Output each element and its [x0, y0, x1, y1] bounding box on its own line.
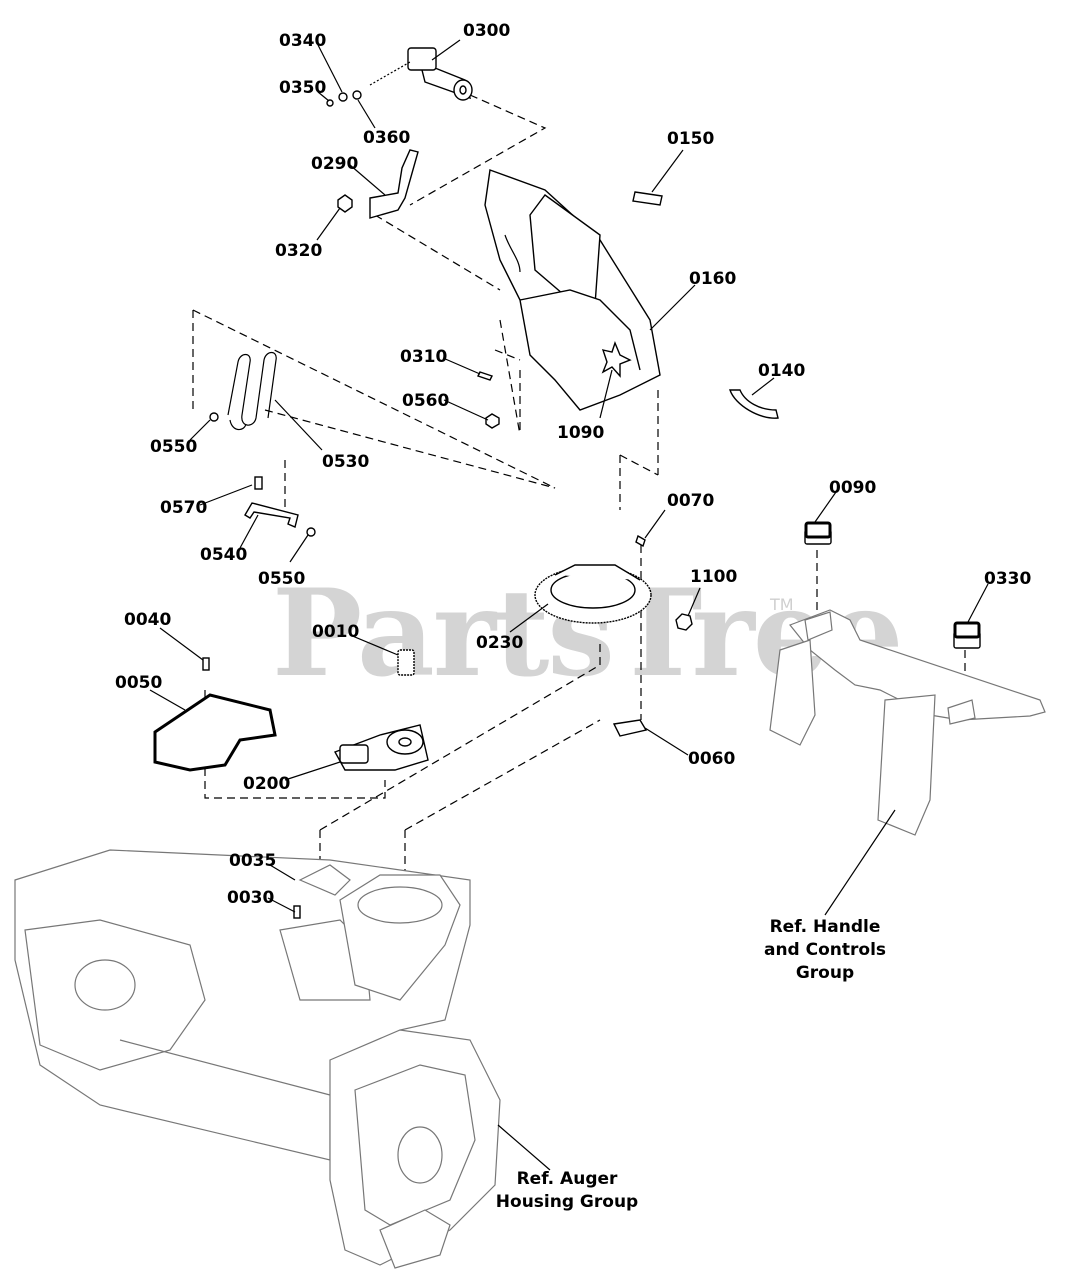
knob-0090 — [804, 521, 832, 545]
ref-handle-controls: Ref. Handle and Controls Group — [764, 917, 886, 983]
callout-0530: 0530 — [322, 452, 369, 472]
callout-0330: 0330 — [984, 569, 1031, 589]
callout-0030: 0030 — [227, 888, 274, 908]
leader-lines — [149, 39, 989, 1171]
bracket-0060 — [612, 719, 648, 737]
ref-handle-line2: and Controls — [764, 940, 886, 960]
nut-0350 — [326, 99, 334, 107]
washer-0340 — [338, 92, 348, 102]
nut-0320 — [337, 194, 353, 213]
screw-0570 — [254, 476, 263, 490]
callout-0050: 0050 — [115, 673, 162, 693]
washer-0550b — [306, 527, 316, 537]
bolt-0310 — [477, 371, 493, 381]
callout-0150: 0150 — [667, 129, 714, 149]
nut-1100 — [675, 613, 693, 631]
callout-0570: 0570 — [160, 498, 207, 518]
callout-0550-upper: 0550 — [150, 437, 197, 457]
watermark-tm: TM — [769, 595, 794, 614]
washer-0360 — [352, 90, 362, 100]
ring-gear-0230 — [534, 564, 652, 624]
callout-0310: 0310 — [400, 347, 447, 367]
callout-0300: 0300 — [463, 21, 510, 41]
callout-0035: 0035 — [229, 851, 276, 871]
callout-0010: 0010 — [312, 622, 359, 642]
ref-auger-line1: Ref. Auger — [517, 1169, 618, 1189]
callout-0290: 0290 — [311, 154, 358, 174]
bracket-0290 — [369, 149, 419, 219]
gear-0010 — [397, 649, 415, 676]
ref-auger-housing: Ref. Auger Housing Group — [496, 1169, 638, 1212]
nut-0560 — [485, 413, 500, 429]
callout-0200: 0200 — [243, 774, 290, 794]
callout-0540: 0540 — [200, 545, 247, 565]
callout-0560: 0560 — [402, 391, 449, 411]
ref-handle-line3: Group — [796, 963, 854, 983]
handle-controls-ghost — [769, 609, 1046, 836]
callout-1100: 1100 — [690, 567, 737, 587]
callout-0340: 0340 — [279, 31, 326, 51]
knob-0330 — [953, 621, 981, 649]
decal-0150 — [632, 191, 663, 206]
callout-0160: 0160 — [689, 269, 736, 289]
gear-motor-0200 — [333, 724, 429, 771]
screw-0070 — [635, 534, 646, 548]
screw-0040 — [202, 657, 210, 671]
callout-0230: 0230 — [476, 633, 523, 653]
callout-0070: 0070 — [667, 491, 714, 511]
chute-motor-0300 — [369, 47, 473, 101]
callout-0320: 0320 — [275, 241, 322, 261]
callout-labels: 0340 0300 0350 0360 0290 0320 0150 0160 … — [115, 21, 1031, 908]
cover-0050 — [153, 693, 277, 772]
assembly-lines — [192, 94, 966, 885]
callout-0090: 0090 — [829, 478, 876, 498]
bracket-0540 — [244, 502, 299, 528]
callout-0350: 0350 — [279, 78, 326, 98]
ref-auger-line2: Housing Group — [496, 1192, 638, 1212]
ref-handle-line1: Ref. Handle — [770, 917, 881, 937]
callout-0040: 0040 — [124, 610, 171, 630]
callout-0550-lower: 0550 — [258, 569, 305, 589]
spring-0530 — [227, 351, 277, 431]
callout-1090: 1090 — [557, 423, 604, 443]
callout-0140: 0140 — [758, 361, 805, 381]
callout-0060: 0060 — [688, 749, 735, 769]
callout-0360: 0360 — [363, 128, 410, 148]
chute-0160 — [484, 169, 661, 411]
clip-0140 — [729, 389, 779, 419]
washer-0550a — [209, 412, 219, 422]
auger-housing-ghost — [14, 849, 501, 1269]
